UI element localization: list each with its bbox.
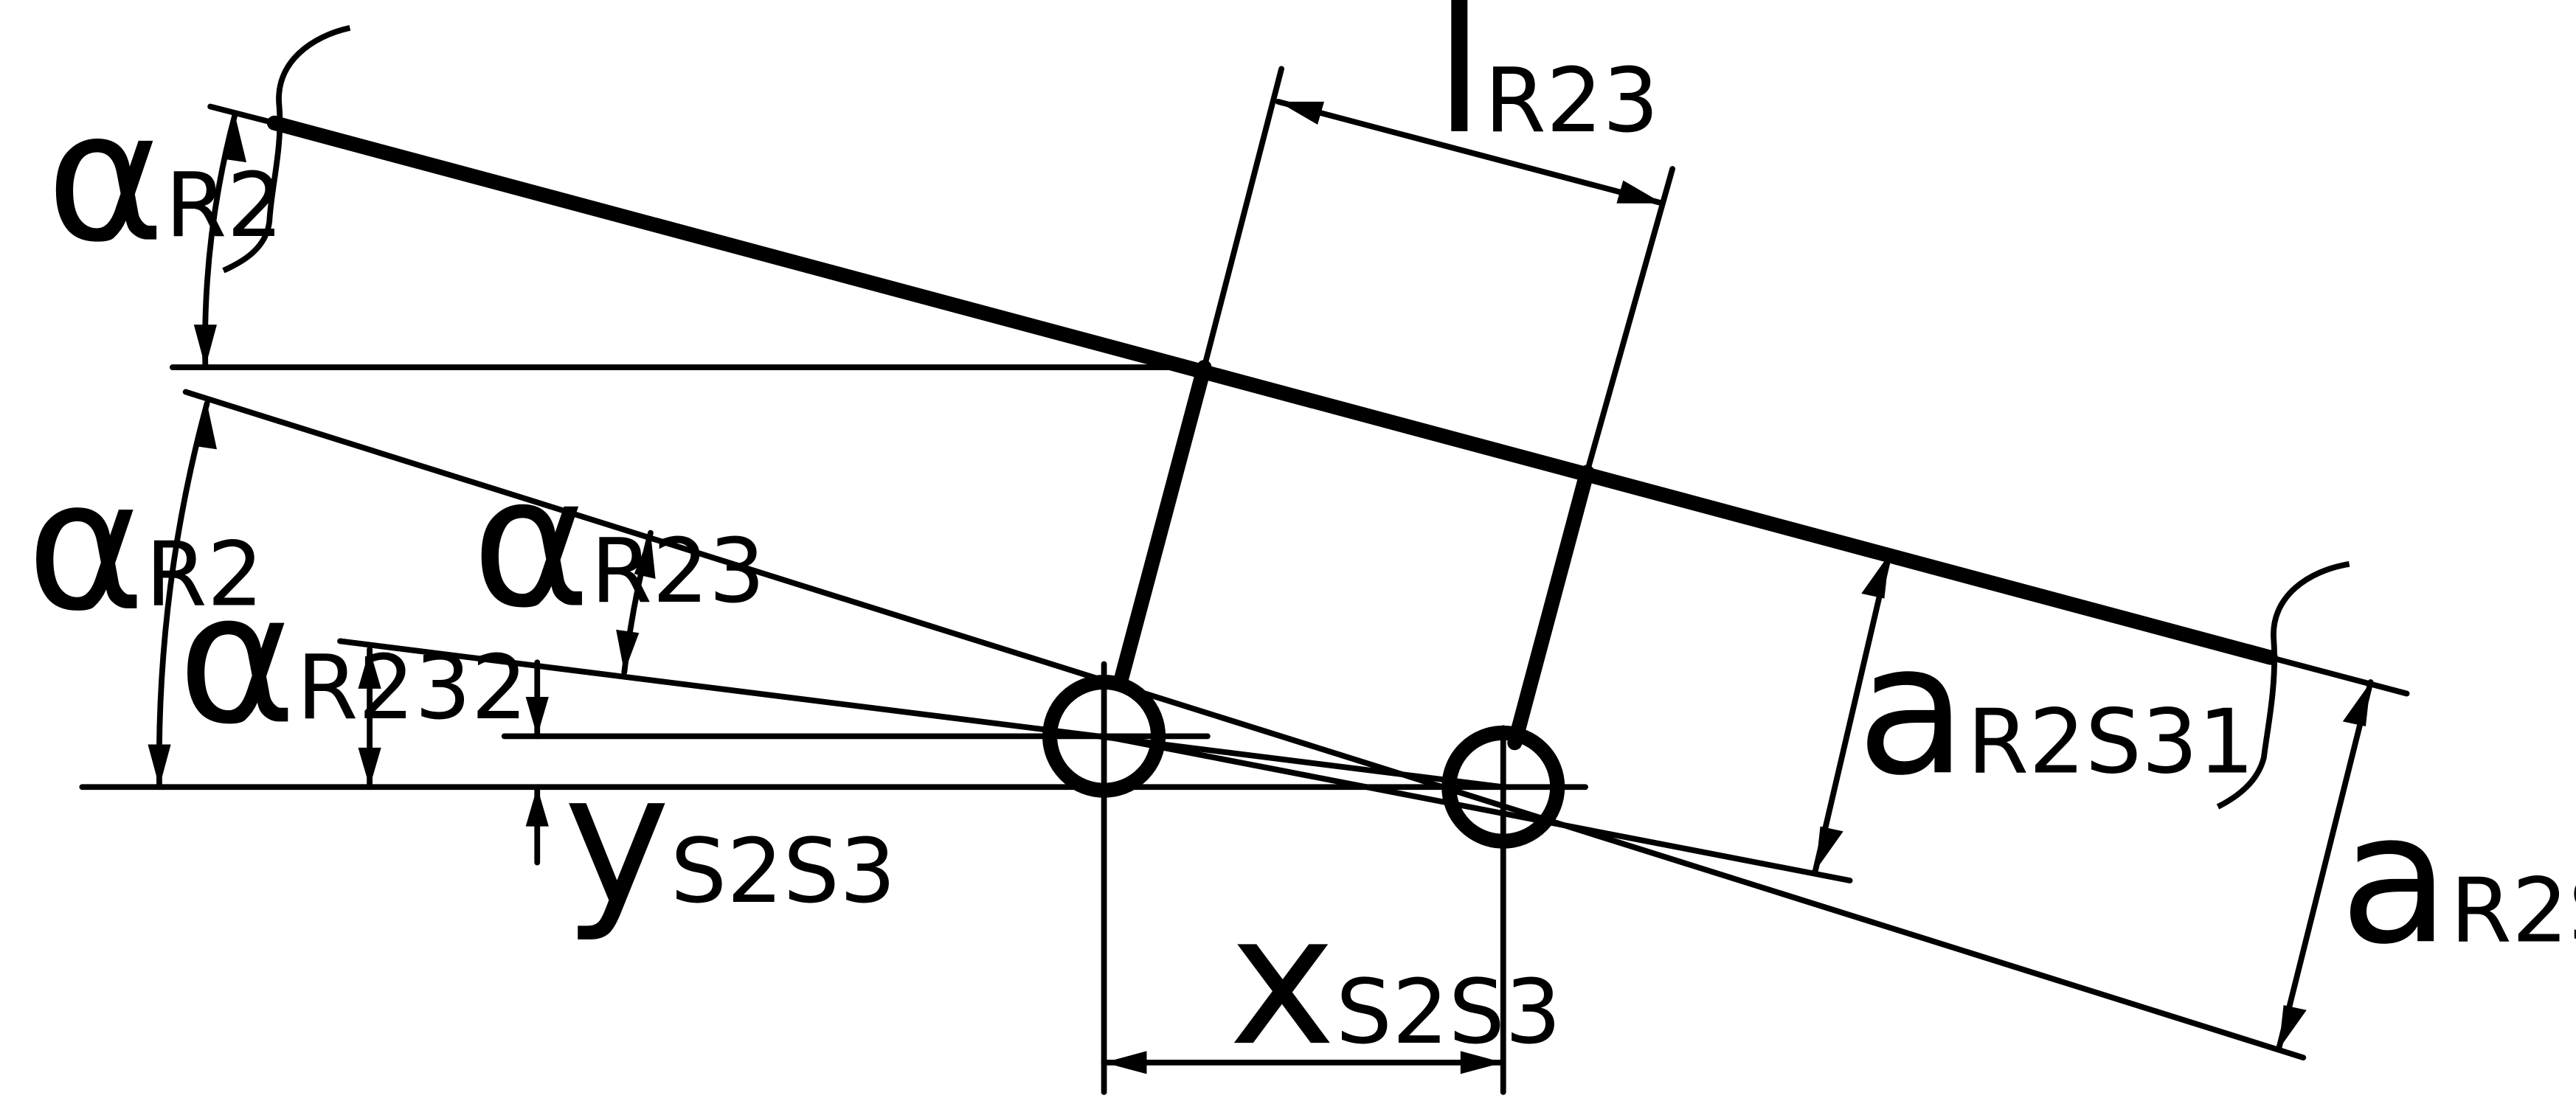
break-mark-right-icon	[2216, 561, 2350, 810]
x-s2s3-arrowhead-1	[1104, 1051, 1147, 1074]
alpha-r2-top-arrowhead-2	[193, 324, 217, 368]
l-r23-dim-line	[1275, 98, 1666, 206]
alpha-r232-arrowhead-1	[358, 649, 381, 689]
a-r2s22-arrowhead-2	[2278, 1005, 2307, 1050]
a-r2s31-dim-line	[1812, 551, 1892, 874]
a-r2s31-arrowhead-1	[1861, 554, 1890, 599]
alpha-r2-left-arrowhead-2	[148, 744, 171, 788]
lower-inclined-line	[182, 389, 2307, 1061]
alpha-r23-arrowhead-2	[616, 629, 640, 673]
alpha-r2-left-arrowhead-1	[193, 403, 217, 450]
label-alpha-r232: αR232	[178, 555, 528, 765]
alpha-r2-top-arrowhead-1	[223, 114, 247, 163]
alpha-r232-arrowhead-2	[358, 747, 381, 788]
label-a-r2s22: aR2S22	[2339, 774, 2576, 984]
y-s2s3-arrowhead-2	[525, 787, 549, 827]
label-y-s2s3: yS2S3	[564, 734, 896, 945]
x-s2s3-arrowhead-2	[1460, 1051, 1503, 1074]
label-l-r23: lR23	[1434, 0, 1659, 174]
a-r2s22-arrowhead-1	[2342, 681, 2371, 727]
alpha-r2-left-arc	[156, 400, 210, 791]
l-r23-arrowhead-1	[1278, 101, 1324, 125]
link-rod-2	[1507, 465, 1595, 751]
joint-circle-2	[1441, 725, 1565, 849]
l-r23-arrowhead-2	[1616, 180, 1663, 204]
label-alpha-r23: αR23	[471, 438, 765, 648]
link-rod-1-extension	[1201, 66, 1284, 370]
alpha-r232-inclined-line	[337, 638, 1506, 791]
upper-inclined-thick-line	[266, 115, 2278, 665]
circle-parallel-line-2	[1101, 733, 1853, 883]
label-a-r2s31: aR2S31	[1857, 605, 2255, 815]
label-alpha-r2-top: αR2	[46, 72, 283, 282]
a-r2s31-arrowhead-2	[1815, 826, 1843, 871]
joint-circle-1	[1042, 674, 1166, 798]
link-rod-2-extension	[1584, 166, 1676, 476]
upper-inclined-line-extension	[207, 103, 277, 126]
label-alpha-r2-left: αR2	[27, 441, 264, 651]
a-r2s22-dim-line	[2276, 679, 2374, 1052]
alpha-r23-arrowhead-1	[634, 532, 656, 579]
label-x-s2s3: xS2S3	[1229, 875, 1562, 1086]
upper-inclined-line-extension-right	[2267, 654, 2410, 697]
y-s2s3-arrowhead-1	[525, 697, 549, 737]
link-rod-1	[1112, 360, 1212, 690]
break-mark-left-icon	[222, 24, 351, 274]
